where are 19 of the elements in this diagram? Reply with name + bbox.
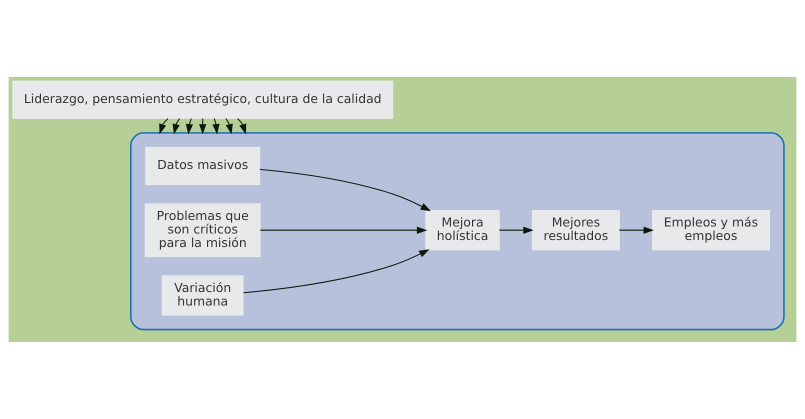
arrow [225,118,233,134]
cluster [130,132,785,330]
node-box: Datos masivos [145,146,260,186]
arrow [159,118,168,134]
arrow [243,249,430,294]
arrow [199,118,206,134]
node-box: Liderazgo, pensamiento estratégico, cultura de la calidad [12,80,394,119]
arrow [260,226,428,234]
arrow [619,226,654,234]
node-box: Mejores resultados [532,210,620,250]
arrow [172,118,180,134]
node-box: Empleos y más empleos [652,210,770,250]
node-box: Variación humana [162,275,244,316]
arrow [237,118,246,134]
arrow [186,118,194,134]
node-box: Problemas que son críticos para la misión [144,203,261,258]
arrow [499,226,534,234]
node-box: Mejora holística [425,210,500,250]
arrow [260,168,431,212]
